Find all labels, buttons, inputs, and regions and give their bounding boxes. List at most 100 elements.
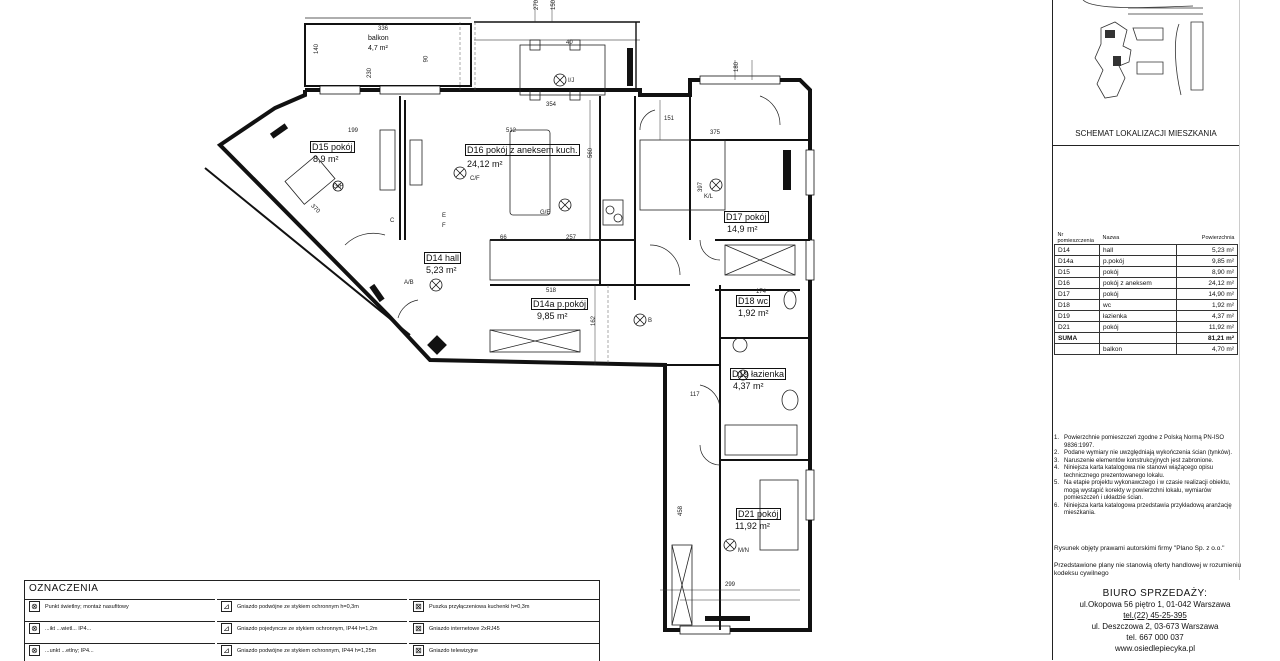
dim-174: 174 (756, 289, 767, 295)
legend-item: ⊠ Gniazdo internetowe 2xRJ45 (409, 621, 599, 636)
dim-375: 375 (710, 130, 721, 136)
legend-item-text: Gniazdo podwójne ze stykiem ochronnym h=… (237, 604, 359, 610)
marker-ge: G/E (540, 210, 551, 216)
copyright-note: Rysunek objęty prawami autorskimi firmy … (1054, 545, 1225, 552)
room-d15-code: D15 pokój (310, 141, 355, 153)
legend-item: ⊠ Puszka przyłączeniowa kuchenki h=0,3m (409, 599, 599, 614)
room-d15-area: 8,9 m² (313, 154, 339, 164)
legend-item: ⊿ Gniazdo pojedyncze ze stykiem ochronny… (217, 621, 407, 636)
dim-354: 354 (546, 102, 557, 108)
dim-199: 199 (348, 128, 359, 134)
dim-162: 162 (591, 315, 598, 327)
sales-office: BIURO SPRZEDAŻY: ul.Okopowa 56 piętro 1,… (1052, 588, 1258, 654)
room-d17-code: D17 pokój (724, 211, 769, 223)
note-item: 2.Podane wymiary nie uwzględniają wykońc… (1054, 450, 1233, 456)
office-phone-2[interactable]: tel. 667 000 037 (1126, 633, 1184, 642)
marker-ij: I/J (568, 78, 575, 84)
col-num-header: Nr pomieszczenia (1057, 232, 1094, 244)
light-point-icon: ⊗ (29, 645, 40, 656)
dim-518: 518 (546, 288, 557, 294)
socket-icon: ⊿ (221, 601, 232, 612)
dim-270: 270 (534, 0, 541, 11)
note-item: 1.Powierzchnie pomieszczeń zgodne z Pols… (1054, 435, 1225, 449)
legend-item-text: ...unkt ...etlny; IP4... (45, 648, 94, 654)
furniture (284, 39, 799, 626)
legend-title: OZNACZENIA (29, 583, 99, 594)
room-d21-code: D21 pokój (736, 508, 781, 520)
marker-c: C (390, 218, 395, 224)
tv-socket-icon: ⊠ (413, 645, 424, 656)
office-website-link[interactable]: www.osiedlepiecyka.pl (1114, 644, 1196, 653)
dim-151: 151 (664, 116, 675, 122)
light-point-icon: ⊗ (29, 623, 40, 634)
location-title: SCHEMAT LOKALIZACJI MIESZKANIA (1075, 129, 1217, 138)
room-d16-code: D16 pokój z aneksem kuch. (465, 144, 580, 156)
junction-box-icon: ⊠ (413, 601, 424, 612)
note-item: 4.Niniejsza karta katalogowa nie stanowi… (1054, 465, 1214, 479)
socket-icon: ⊿ (221, 645, 232, 656)
legend-item: ⊗ ...unkt ...etlny; IP4... (25, 643, 215, 658)
dim-117: 117 (690, 392, 700, 398)
dim-397: 397 (698, 181, 705, 193)
dimension-lines (305, 0, 800, 601)
light-point-icon: ⊗ (29, 601, 40, 612)
dim-299: 299 (725, 582, 736, 588)
dim-140: 140 (314, 43, 321, 55)
room-d19-area: 4,37 m² (733, 381, 764, 391)
office-title: BIURO SPRZEDAŻY: (1102, 588, 1208, 599)
info-panel: SCHEMAT LOKALIZACJI MIESZKANIA (1052, 0, 1280, 660)
dim-40: 40 (566, 40, 573, 46)
dim-458: 458 (678, 505, 685, 517)
dim-230: 230 (367, 67, 374, 79)
marker-e: E (442, 213, 447, 219)
note-item: 5.Na etapie projektu wykonawczego i w cz… (1054, 480, 1231, 501)
dim-560: 560 (588, 147, 595, 159)
room-d18-area: 1,92 m² (738, 308, 769, 318)
office-phone-1[interactable]: tel.(22) 45-25-395 (1123, 611, 1187, 620)
room-d18-code: D18 wc (736, 295, 771, 307)
balcony (304, 17, 640, 90)
legend-item-text: Gniazdo podwójne ze stykiem ochronnym, I… (237, 648, 377, 654)
room-d14a-code: D14a p.pokój (531, 298, 589, 310)
marker-b: B (648, 318, 653, 324)
room-balkon-code: balkon (368, 35, 389, 42)
location-map (1082, 0, 1204, 99)
legend-item-text: ...ikt ...wietl... IP4... (45, 626, 92, 632)
col-area-header: Powierzchnia (1201, 235, 1235, 241)
hidden-lines (459, 20, 609, 365)
legend-item: ⊿ Gniazdo podwójne ze stykiem ochronnym,… (217, 643, 407, 658)
dim-257: 257 (566, 235, 577, 241)
note-item: 6.Niniejsza karta katalogowa przedstawia… (1054, 502, 1232, 517)
office-address-1: ul.Okopowa 56 piętro 1, 01-042 Warszawa (1079, 600, 1231, 609)
light-points (332, 73, 749, 552)
legend-item-text: Punkt świetlny; montaż nasufitowy (45, 604, 129, 610)
socket-icon: ⊿ (221, 623, 232, 634)
room-d14-area: 5,23 m² (426, 265, 457, 275)
door-swings (344, 95, 781, 466)
disclaimer-note: Przedstawione plany nie stanowią oferty … (1054, 562, 1242, 577)
legend-item-text: Gniazdo pojedyncze ze stykiem ochronnym,… (237, 626, 378, 632)
legend: OZNACZENIA ⊗ Punkt świetlny; montaż nasu… (24, 580, 600, 661)
dim-150: 150 (551, 0, 558, 11)
room-d16-area: 24,12 m² (467, 159, 503, 169)
room-d14a-area: 9,85 m² (537, 311, 568, 321)
marker-gh: G/H (333, 184, 344, 190)
room-d14-code: D14 hall (424, 252, 462, 264)
marker-cf: C/F (470, 176, 480, 182)
note-item: 3.Naruszenie elementów konstrukcyjnych j… (1054, 457, 1214, 464)
room-d17-area: 14,9 m² (727, 224, 758, 234)
legend-item: ⊗ Punkt świetlny; montaż nasufitowy (25, 599, 215, 614)
network-socket-icon: ⊠ (413, 623, 424, 634)
